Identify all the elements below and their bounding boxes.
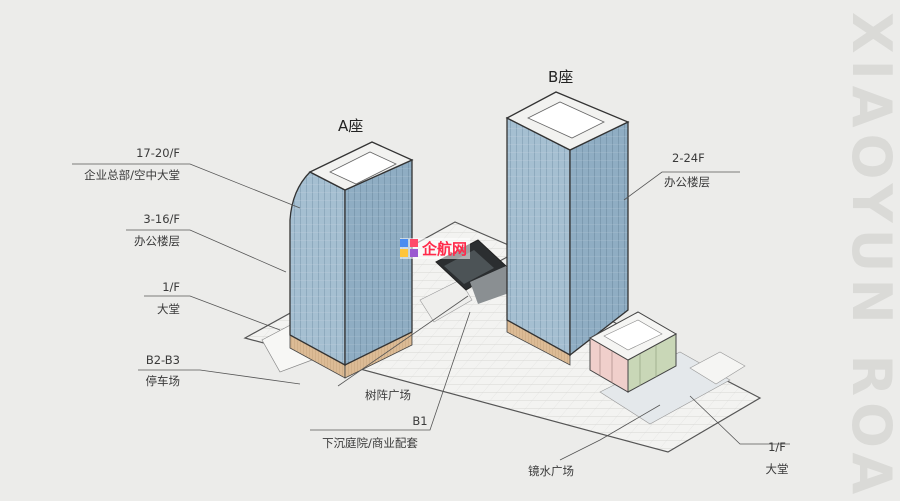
label-a-mid-use: 办公楼层 [134, 234, 180, 248]
leader-lines [72, 163, 790, 461]
brand-watermark: 企航网 [400, 238, 471, 259]
tower-b-title: B座 [548, 68, 574, 86]
lobby-pavilion-b [588, 311, 678, 393]
label-b-use: 办公楼层 [664, 175, 710, 189]
label-a-mid-floors: 3-16/F [143, 212, 180, 226]
sunken-courtyard [435, 239, 512, 304]
brand-logo-icon [400, 239, 418, 257]
label-a-lobby-use: 大堂 [157, 302, 180, 316]
brand-name: 企航网 [422, 240, 468, 258]
label-a-top-use: 企业总部/空中大堂 [84, 168, 180, 182]
label-sunken-floor: B1 [412, 414, 428, 428]
tower-b [505, 91, 630, 366]
label-mirror-square: 镜水广场 [528, 464, 574, 478]
label-b-lobby-use: 大堂 [765, 462, 789, 476]
label-a-lobby-floor: 1/F [162, 280, 180, 294]
tower-a-title: A座 [338, 117, 364, 135]
label-a-top-floors: 17-20/F [136, 146, 180, 160]
label-b-floors: 2-24F [672, 151, 705, 165]
label-tree-square: 树阵广场 [365, 388, 411, 402]
label-parking-floors: B2-B3 [145, 353, 180, 367]
label-b-lobby-floor: 1/F [768, 440, 786, 454]
tower-a [289, 141, 414, 379]
road-name-watermark: XIAOYUN ROAD [840, 12, 898, 501]
label-sunken-use: 下沉庭院/商业配套 [322, 436, 418, 450]
label-parking-use: 停车场 [145, 374, 181, 388]
